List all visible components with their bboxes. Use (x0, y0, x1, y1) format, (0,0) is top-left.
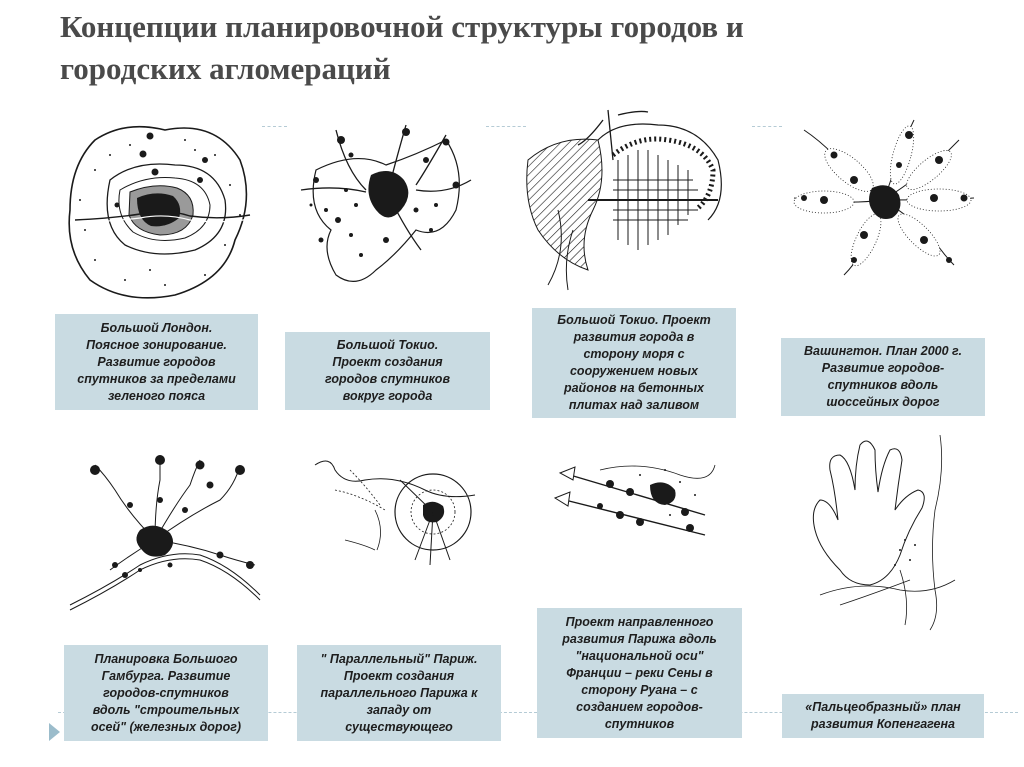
divider-top-3 (752, 126, 782, 127)
triangle-arrow-icon (49, 723, 60, 741)
caption-copenhagen: «Пальцеобразный» план развития Копенгаге… (782, 694, 984, 738)
hamburg-plan-map (69, 455, 261, 611)
caption-tokyo: Большой Токио. Проект создания городов с… (285, 332, 490, 410)
caption-hamburg: Планировка Большого Гамбурга. Развитие г… (64, 645, 268, 741)
london-plan-map (68, 125, 251, 299)
divider-top-1 (262, 126, 287, 127)
caption-tokyo-bay: Большой Токио. Проект развития города в … (532, 308, 736, 418)
slide-title: Концепции планировочной структуры городо… (60, 9, 744, 86)
paris-parallel-map (314, 460, 476, 566)
divider-top-2 (486, 126, 526, 127)
tokyo-satellites-map (300, 124, 472, 282)
caption-paris-parallel: " Параллельный" Париж. Проект создания п… (297, 645, 501, 741)
paris-axis-map (553, 464, 716, 536)
caption-paris-axis: Проект направленного развития Парижа вдо… (537, 608, 742, 738)
copenhagen-finger-map (812, 434, 956, 631)
washington-plan-map (793, 119, 975, 276)
caption-washington: Вашингтон. План 2000 г. Развитие городов… (781, 338, 985, 416)
tokyo-bay-map (526, 109, 722, 291)
caption-london: Большой Лондон. Поясное зонирование. Раз… (55, 314, 258, 410)
